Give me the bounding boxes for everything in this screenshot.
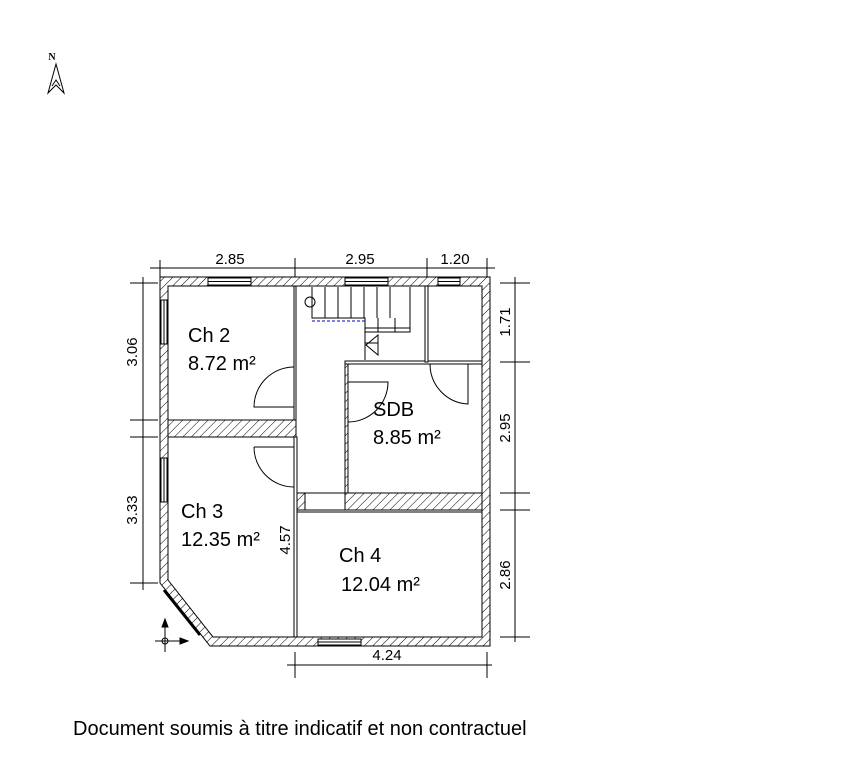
dimension-lines <box>130 258 530 678</box>
dim-right-1: 1.71 <box>497 307 514 336</box>
windows <box>160 277 461 646</box>
dim-inner: 4.57 <box>277 525 294 554</box>
origin-axes-icon <box>155 617 190 652</box>
room-name-sdb: SDB <box>373 399 414 421</box>
room-area-ch3: 12.35 m² <box>181 529 260 551</box>
room-area-sdb: 8.85 m² <box>373 427 441 449</box>
room-name-ch2: Ch 2 <box>188 325 230 347</box>
room-name-ch3: Ch 3 <box>181 501 223 523</box>
dim-top-1: 2.85 <box>215 251 244 268</box>
dim-left-2: 3.33 <box>124 495 141 524</box>
north-arrow-icon: N <box>47 52 65 95</box>
dim-left-1: 3.06 <box>124 337 141 366</box>
staircase <box>304 287 411 360</box>
dim-top-2: 2.95 <box>345 251 374 268</box>
exterior-walls <box>159 276 491 647</box>
north-label: N <box>48 52 56 63</box>
dim-right-2: 2.95 <box>497 413 514 442</box>
room-name-ch4: Ch 4 <box>339 545 381 567</box>
interior-walls <box>167 285 483 638</box>
room-area-ch2: 8.72 m² <box>188 353 256 375</box>
disclaimer-text: Document soumis à titre indicatif et non… <box>73 718 527 740</box>
doors <box>253 363 469 488</box>
dim-right-3: 2.86 <box>497 560 514 589</box>
room-area-ch4: 12.04 m² <box>341 574 420 596</box>
dim-top-3: 1.20 <box>440 251 469 268</box>
dim-bottom: 4.24 <box>372 647 401 664</box>
